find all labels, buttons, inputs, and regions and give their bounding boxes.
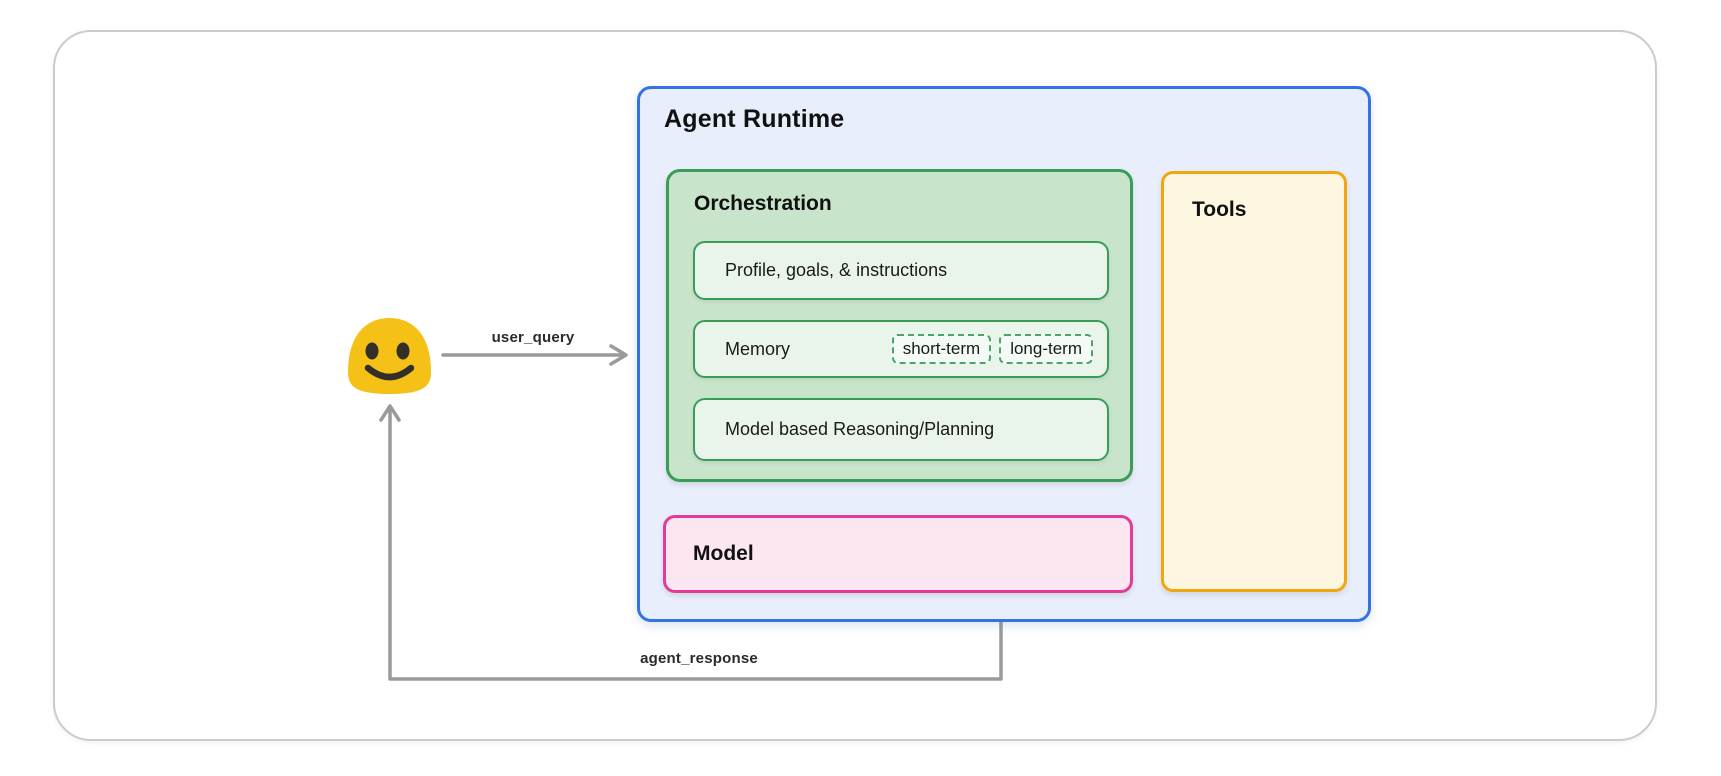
long-term-memory-chip: long-term bbox=[999, 334, 1093, 364]
profile-goals-instructions-box: Profile, goals, & instructions bbox=[693, 241, 1109, 300]
tools-label: Tools bbox=[1192, 198, 1247, 221]
orchestration-title: Orchestration bbox=[694, 192, 832, 215]
short-term-memory-chip: short-term bbox=[891, 334, 992, 364]
user-query-label: user_query bbox=[491, 329, 575, 346]
memory-chips: short-term long-term bbox=[891, 334, 1093, 364]
memory-label: Memory bbox=[725, 338, 791, 359]
orchestration-box: Orchestration Profile, goals, & instruct… bbox=[666, 169, 1133, 482]
model-based-reasoning-planning-label: Model based Reasoning/Planning bbox=[725, 419, 995, 439]
model-box: Model bbox=[663, 515, 1133, 593]
agent-runtime-title: Agent Runtime bbox=[664, 105, 845, 133]
model-label: Model bbox=[693, 542, 754, 565]
tools-box: Tools bbox=[1161, 171, 1347, 592]
agent-response-label: agent_response bbox=[640, 650, 758, 667]
profile-goals-instructions-label: Profile, goals, & instructions bbox=[725, 260, 948, 280]
agent-runtime-box: Agent Runtime Orchestration Profile, goa… bbox=[637, 86, 1371, 622]
memory-box: Memory short-term long-term bbox=[693, 320, 1109, 378]
model-based-reasoning-planning-box: Model based Reasoning/Planning bbox=[693, 398, 1109, 461]
